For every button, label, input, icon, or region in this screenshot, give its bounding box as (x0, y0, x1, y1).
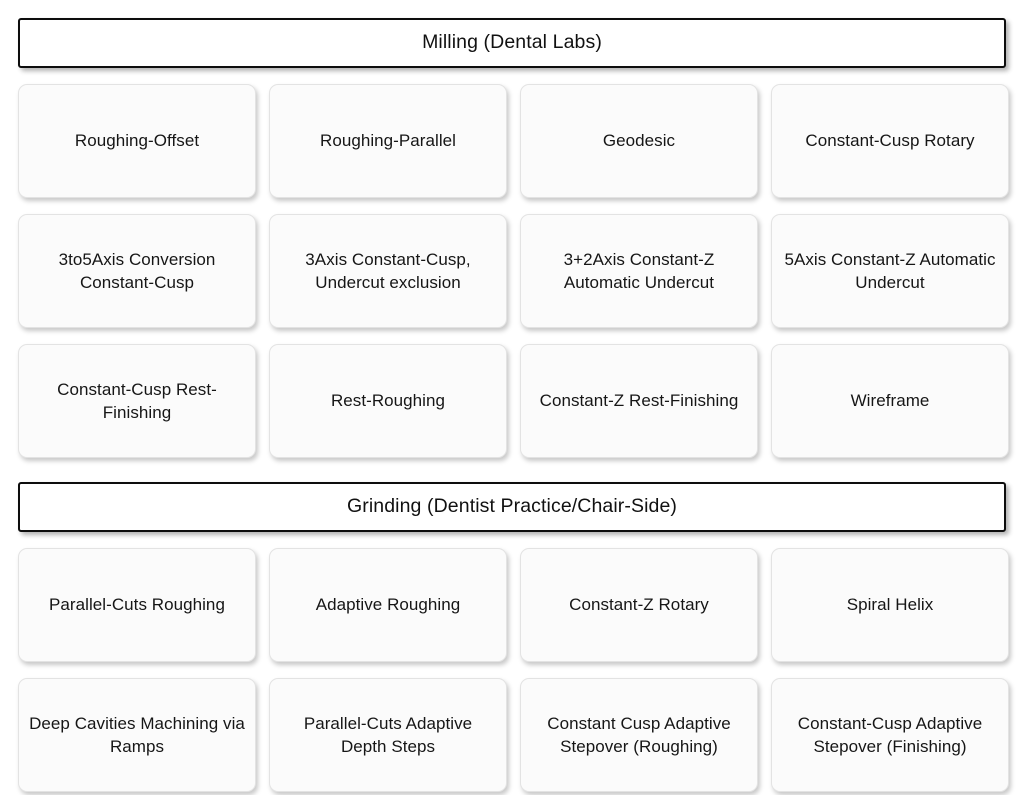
card-label: Constant Cusp Adaptive Stepover (Roughin… (547, 713, 731, 756)
card-grid-milling: Roughing-Offset Roughing-Parallel Geodes… (18, 84, 1009, 458)
card-label: Wireframe (850, 391, 930, 411)
card-wireframe[interactable]: Wireframe (771, 344, 1009, 458)
card-label: Adaptive Roughing (315, 595, 461, 615)
card-3plus2axis-constant-z-automatic-undercut[interactable]: 3+2Axis Constant-Z Automatic Undercut (520, 214, 758, 328)
card-spiral-helix[interactable]: Spiral Helix (771, 548, 1009, 662)
section-header-milling: Milling (Dental Labs) (18, 18, 1006, 68)
card-roughing-offset[interactable]: Roughing-Offset (18, 84, 256, 198)
card-adaptive-roughing[interactable]: Adaptive Roughing (269, 548, 507, 662)
section-header-title-grinding: Grinding (Dentist Practice/Chair-Side) (347, 495, 677, 518)
card-label: 5Axis Constant-Z Automatic Undercut (784, 249, 996, 292)
card-constant-z-rotary[interactable]: Constant-Z Rotary (520, 548, 758, 662)
card-grid-grinding: Parallel-Cuts Roughing Adaptive Roughing… (18, 548, 1009, 792)
card-rest-roughing[interactable]: Rest-Roughing (269, 344, 507, 458)
card-label: 3Axis Constant-Cusp, Undercut exclusion (305, 249, 471, 292)
card-constant-z-rest-finishing[interactable]: Constant-Z Rest-Finishing (520, 344, 758, 458)
card-constant-cusp-adaptive-stepover-roughing[interactable]: Constant Cusp Adaptive Stepover (Roughin… (520, 678, 758, 792)
card-3axis-constant-cusp-undercut-exclusion[interactable]: 3Axis Constant-Cusp, Undercut exclusion (269, 214, 507, 328)
card-label: 3to5Axis Conversion Constant-Cusp (58, 249, 216, 292)
card-label: Deep Cavities Machining via Ramps (29, 713, 245, 756)
card-label: 3+2Axis Constant-Z Automatic Undercut (563, 249, 715, 292)
card-parallel-cuts-adaptive-depth-steps[interactable]: Parallel-Cuts Adaptive Depth Steps (269, 678, 507, 792)
card-parallel-cuts-roughing[interactable]: Parallel-Cuts Roughing (18, 548, 256, 662)
card-deep-cavities-machining-via-ramps[interactable]: Deep Cavities Machining via Ramps (18, 678, 256, 792)
card-3to5axis-conversion-constant-cusp[interactable]: 3to5Axis Conversion Constant-Cusp (18, 214, 256, 328)
card-5axis-constant-z-automatic-undercut[interactable]: 5Axis Constant-Z Automatic Undercut (771, 214, 1009, 328)
card-label: Constant-Z Rest-Finishing (539, 391, 739, 411)
card-label: Constant-Cusp Rest-Finishing (57, 379, 217, 422)
card-label: Geodesic (602, 131, 676, 151)
section-header-title-milling: Milling (Dental Labs) (422, 31, 602, 54)
card-label: Spiral Helix (846, 595, 934, 615)
card-label: Roughing-Parallel (320, 131, 456, 151)
card-geodesic[interactable]: Geodesic (520, 84, 758, 198)
section-milling: Milling (Dental Labs) Roughing-Offset Ro… (18, 18, 1009, 458)
card-label: Rest-Roughing (330, 391, 446, 411)
card-label: Constant-Z Rotary (569, 595, 709, 615)
card-constant-cusp-rest-finishing[interactable]: Constant-Cusp Rest-Finishing (18, 344, 256, 458)
card-label: Constant-Cusp Rotary (805, 131, 975, 151)
card-label: Roughing-Offset (74, 131, 200, 151)
card-constant-cusp-adaptive-stepover-finishing[interactable]: Constant-Cusp Adaptive Stepover (Finishi… (771, 678, 1009, 792)
card-label: Parallel-Cuts Adaptive Depth Steps (303, 713, 473, 756)
card-label: Constant-Cusp Adaptive Stepover (Finishi… (797, 713, 983, 756)
card-constant-cusp-rotary[interactable]: Constant-Cusp Rotary (771, 84, 1009, 198)
card-label: Parallel-Cuts Roughing (49, 595, 225, 615)
section-grinding: Grinding (Dentist Practice/Chair-Side) P… (18, 482, 1009, 792)
section-header-grinding: Grinding (Dentist Practice/Chair-Side) (18, 482, 1006, 532)
card-roughing-parallel[interactable]: Roughing-Parallel (269, 84, 507, 198)
